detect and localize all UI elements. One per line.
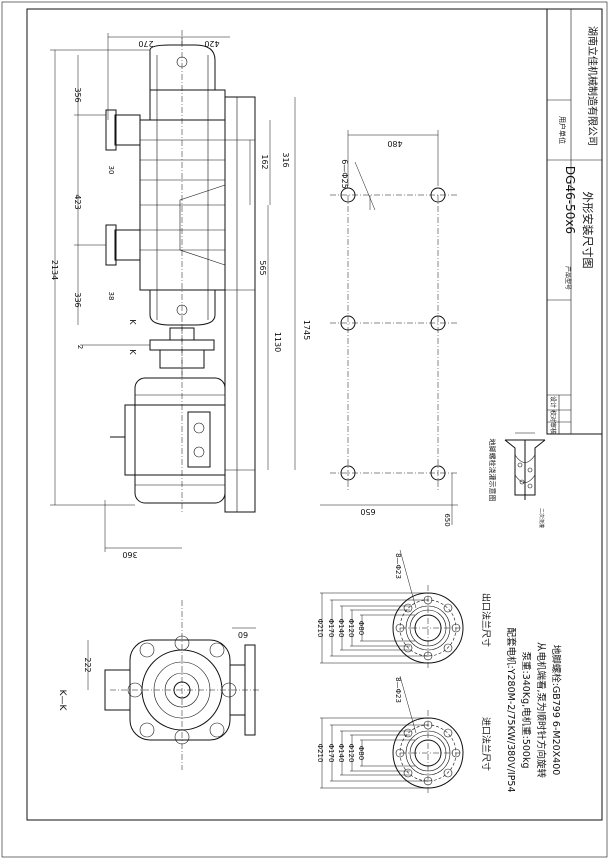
dim-480: 480 bbox=[387, 139, 402, 148]
anchor-hole bbox=[430, 465, 446, 481]
inlet-dia-120: Φ120 bbox=[347, 744, 355, 763]
dim-650: 650 bbox=[360, 507, 375, 516]
dim-222: 222 bbox=[83, 657, 92, 672]
anchor-hole bbox=[430, 315, 446, 331]
pump-elevation bbox=[105, 30, 256, 513]
dim-316: 316 bbox=[281, 152, 290, 167]
section-k-top: K bbox=[128, 319, 137, 325]
anchor-detail-title: 地脚螺栓浇灌示意图 bbox=[488, 439, 497, 502]
role-check: 校对 bbox=[549, 410, 557, 422]
technical-notes: 配套电机:Y280M-2/75KW/380V/IP54 泵重:340Kg,电机重… bbox=[505, 627, 562, 792]
role-review: 审核 bbox=[549, 422, 557, 434]
dim-336: 336 bbox=[73, 292, 82, 307]
dim-60: 60 bbox=[238, 630, 248, 639]
outlet-bolts: 8—Φ23 bbox=[394, 553, 402, 579]
anchor-hole bbox=[340, 315, 356, 331]
inlet-flange-title: 进口法兰尺寸 bbox=[480, 717, 492, 771]
dim-1130: 1130 bbox=[273, 332, 282, 352]
section-k-bottom: K bbox=[128, 349, 137, 355]
product-model-label: 产品型号 bbox=[564, 266, 572, 290]
outlet-dia-120: Φ120 bbox=[347, 619, 355, 638]
inlet-dia-170: Φ170 bbox=[327, 744, 335, 763]
outlet-dia-210: Φ210 bbox=[316, 619, 324, 638]
inlet-flange: Φ210 Φ170 Φ140 Φ120 Φ80 8—Φ23 进口法兰尺寸 bbox=[316, 675, 492, 795]
company-name: 湖南立佳机械制造有限公司 bbox=[586, 26, 599, 146]
dim-650-b: 650 bbox=[443, 513, 451, 526]
outlet-dia-80: Φ80 bbox=[357, 621, 365, 635]
outlet-flange: Φ210 Φ170 Φ140 Φ120 Φ80 8—Φ23 出口法兰尺寸 bbox=[316, 549, 492, 670]
note-motor: 配套电机:Y280M-2/75KW/380V/IP54 bbox=[505, 627, 517, 792]
outlet-dia-140: Φ140 bbox=[337, 619, 345, 638]
anchor-detail-note: 二次浇灌 bbox=[538, 508, 545, 528]
dim-30: 30 bbox=[107, 166, 115, 175]
drawing-title: 外形安装尺寸图 bbox=[581, 192, 595, 269]
dim-356: 356 bbox=[73, 87, 82, 102]
main-dimensions: 270 420 2134 356 423 336 30 38 162 316 5… bbox=[50, 33, 311, 559]
section-kk: K—K bbox=[57, 690, 67, 712]
inlet-dia-210: Φ210 bbox=[316, 744, 324, 763]
outlet-dia-170: Φ170 bbox=[327, 619, 335, 638]
dim-2134: 2134 bbox=[50, 260, 59, 280]
product-model: DG46-50x6 bbox=[563, 166, 577, 234]
dim-420: 420 bbox=[204, 39, 219, 48]
dim-1745: 1745 bbox=[302, 320, 311, 340]
inlet-dia-140: Φ140 bbox=[337, 744, 345, 763]
dim-38: 38 bbox=[107, 292, 115, 301]
kk-section-view: K—K 222 60 bbox=[57, 600, 260, 770]
dim-360: 360 bbox=[122, 550, 137, 559]
dim-423: 423 bbox=[73, 194, 82, 209]
note-rotation: 从电机端看,泵为顺时针方向旋转 bbox=[535, 642, 547, 779]
dim-565: 565 bbox=[258, 260, 267, 275]
role-design: 设计 bbox=[549, 396, 557, 408]
note-weight: 泵重:340Kg,电机重:500kg bbox=[520, 652, 532, 769]
dim-2: 2 bbox=[76, 345, 84, 349]
hole-spec: 6—Φ25 bbox=[340, 159, 349, 189]
note-anchor-bolts: 地脚螺栓:GB799 6-M20X400 bbox=[550, 645, 562, 776]
anchor-hole bbox=[340, 187, 356, 203]
user-unit-label: 用户单位 bbox=[558, 116, 567, 144]
dim-162: 162 bbox=[260, 154, 269, 169]
inlet-dia-80: Φ80 bbox=[357, 746, 365, 760]
anchor-grouting-detail: 地脚螺栓浇灌示意图 二次浇灌 bbox=[488, 432, 546, 528]
inlet-bolts: 8—Φ23 bbox=[394, 677, 402, 703]
anchor-hole bbox=[430, 187, 446, 203]
dim-270: 270 bbox=[138, 39, 153, 48]
anchor-hole bbox=[340, 465, 356, 481]
title-block: 湖南立佳机械制造有限公司 用户单位 产品型号 DG46-50x6 外形安装尺寸图… bbox=[546, 8, 603, 435]
foundation-plan: 480 6—Φ25 650 650 bbox=[320, 130, 458, 527]
outlet-flange-title: 出口法兰尺寸 bbox=[480, 593, 492, 647]
